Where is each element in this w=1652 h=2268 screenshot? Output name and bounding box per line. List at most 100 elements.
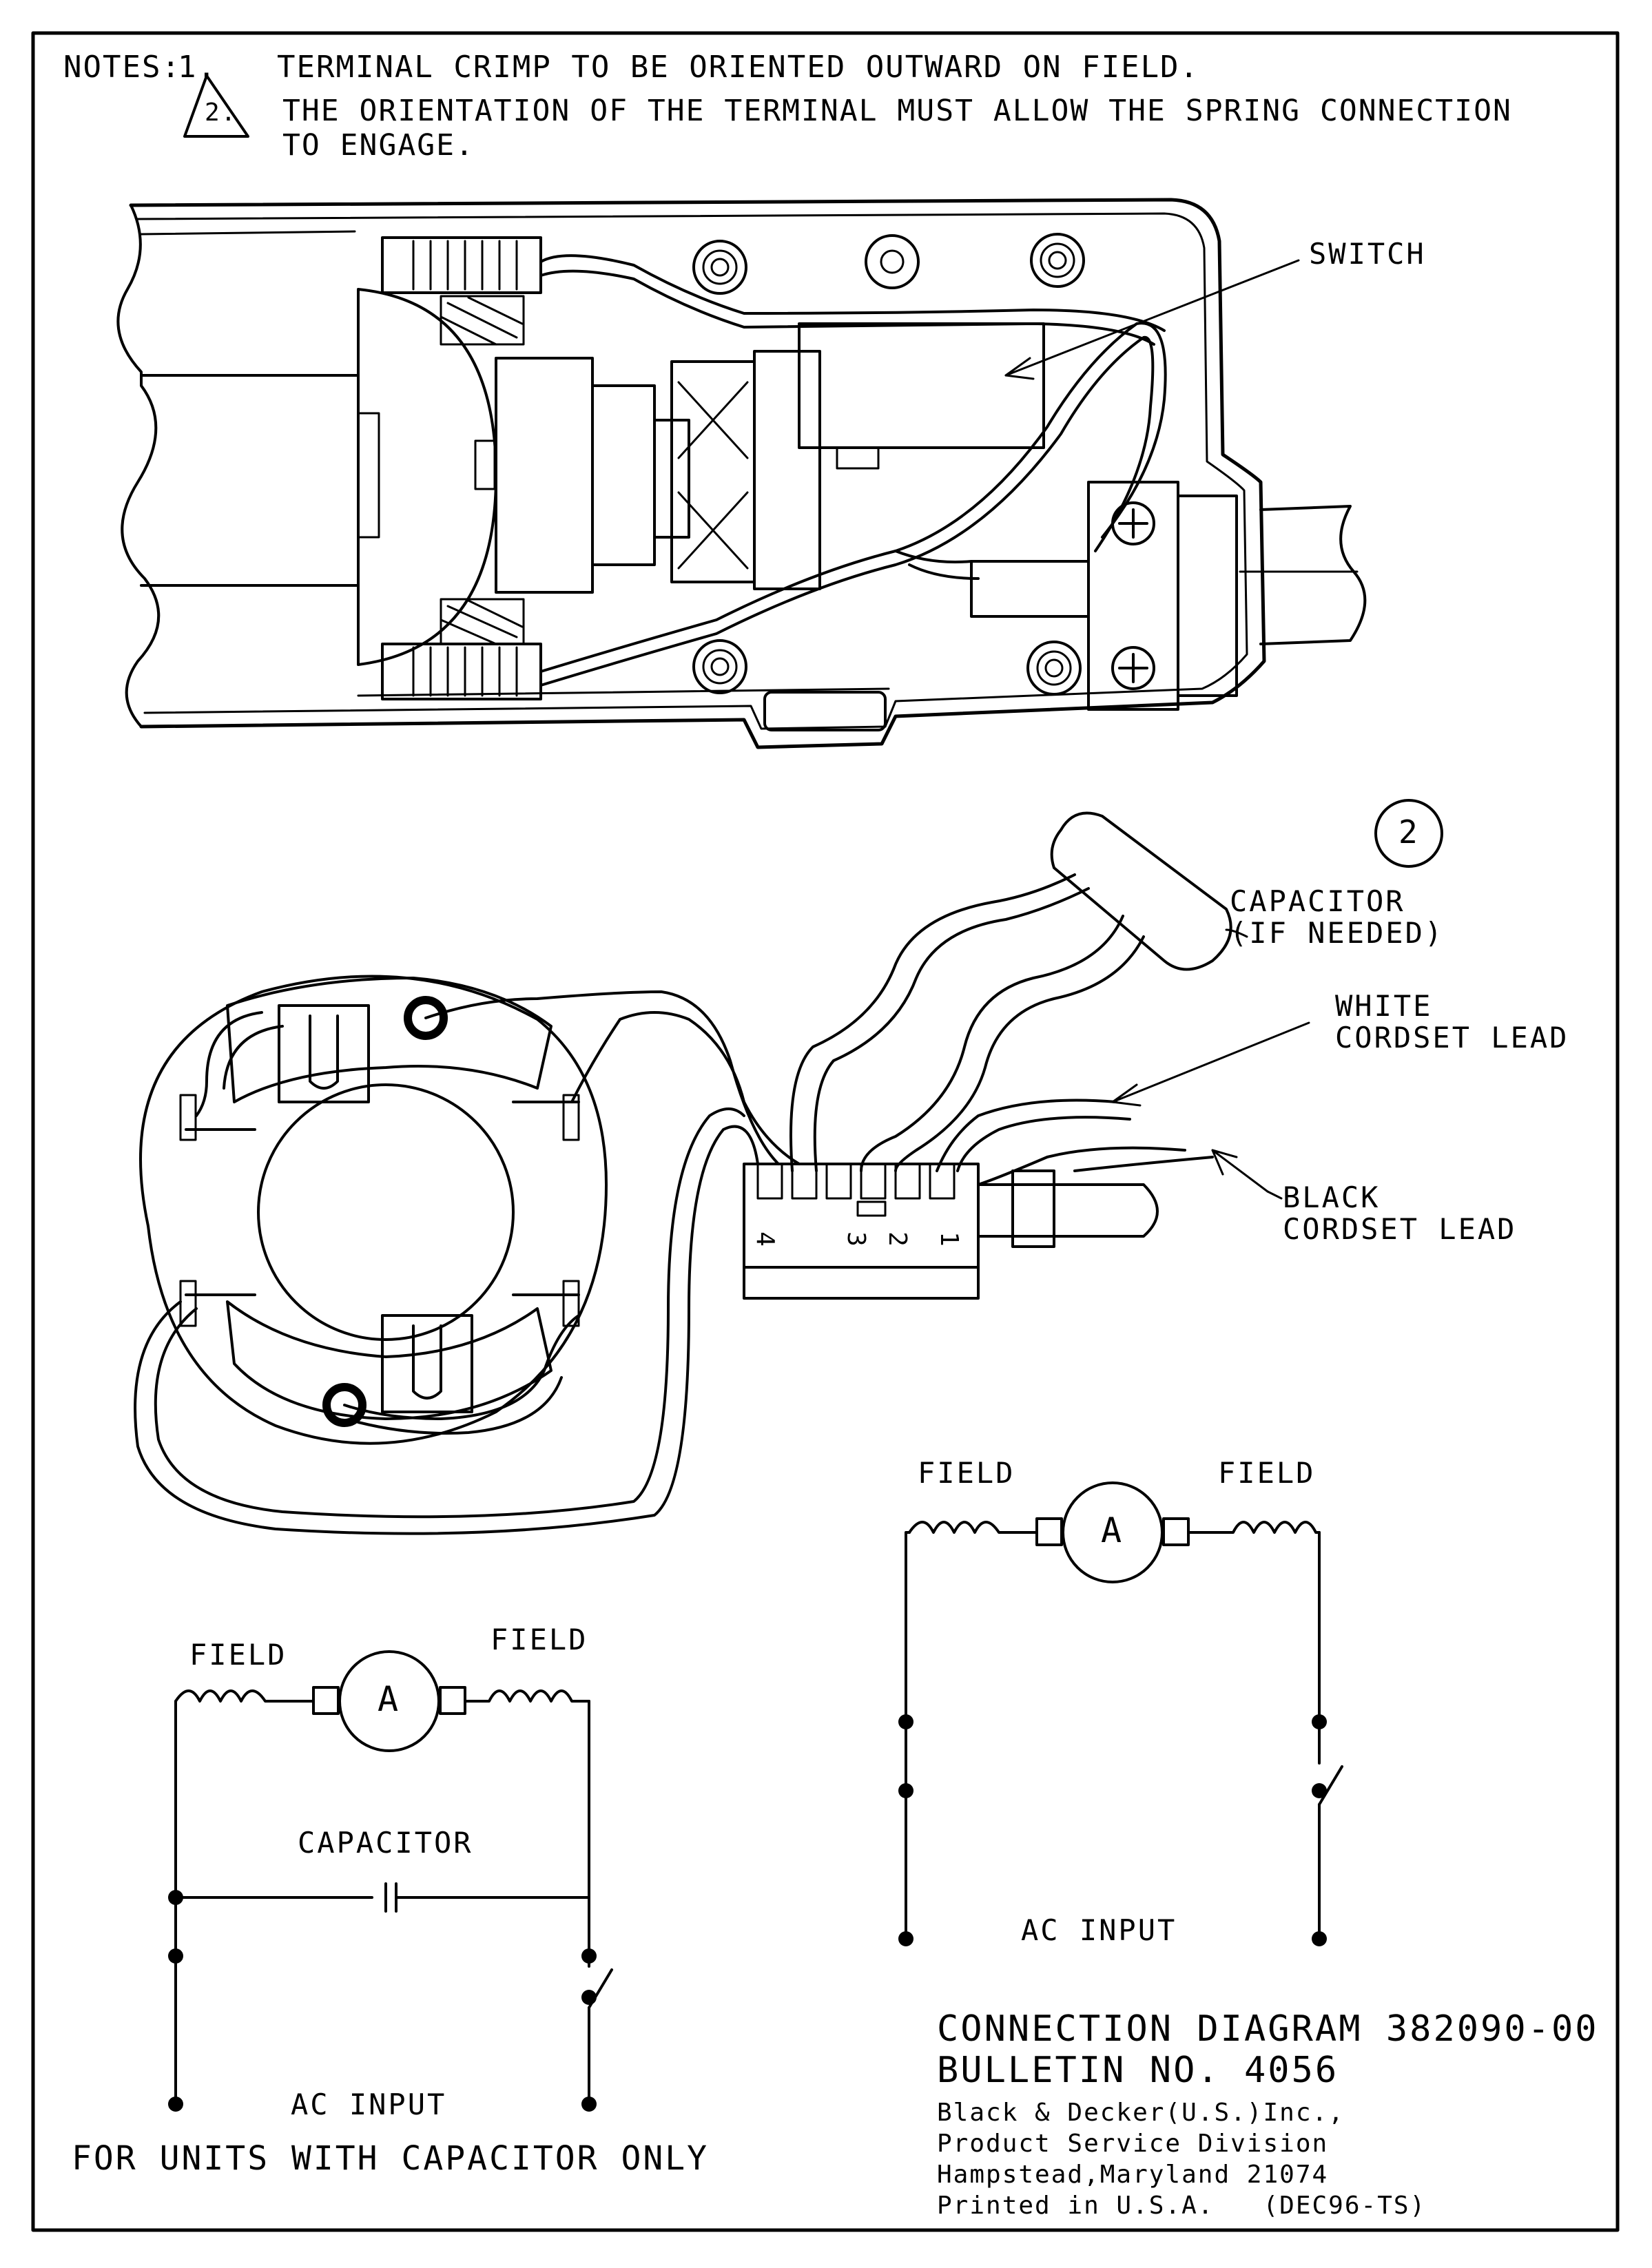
wire-bottom-brush-b — [539, 335, 1155, 687]
schematic-left — [168, 1650, 613, 2112]
tool-housing-drawing — [116, 198, 1367, 749]
sl-ac-input-label: AC INPUT — [291, 2088, 447, 2121]
switch-trigger — [977, 1183, 1159, 1238]
notes-prefix: NOTES: — [63, 50, 181, 85]
sr-brush-right — [1162, 1517, 1190, 1546]
brush-holder-top — [381, 236, 542, 294]
switch-label: SWITCH — [1309, 237, 1426, 271]
black-cordset-line2: CORDSET LEAD — [1283, 1212, 1517, 1246]
black-cordset-line1: BLACK — [1283, 1180, 1381, 1214]
crimp-marker-top — [404, 996, 448, 1040]
bearing-cage — [753, 350, 821, 590]
field-pole-top — [226, 977, 553, 1103]
sr-ac-input-label: AC INPUT — [1021, 1913, 1177, 1947]
strain-relief-tab — [970, 560, 1090, 618]
cord-outline — [1259, 505, 1367, 645]
note2-line2: TO ENGAGE. — [282, 128, 475, 163]
field-wire-top-to-switch — [424, 990, 801, 1165]
switch-connector-tab — [856, 1200, 887, 1217]
title-line4: Product Service Division — [937, 2130, 1329, 2158]
commutator — [495, 357, 594, 594]
capacitor-label-line1: CAPACITOR — [1230, 884, 1405, 918]
housing-outline — [129, 198, 1266, 749]
note2-line1: THE ORIENTATION OF THE TERMINAL MUST ALL… — [282, 94, 1512, 128]
black-cordset-arrow — [1211, 1149, 1269, 1193]
capacitor-leader — [1225, 928, 1248, 938]
terminal-number-3: 3 — [841, 1231, 870, 1248]
note1-number: 1. — [178, 50, 217, 85]
field-ring-outer — [139, 975, 608, 1445]
terminal-number-4: 4 — [750, 1231, 779, 1248]
brush-spring-top — [412, 240, 518, 291]
switch-foot — [836, 446, 880, 470]
switch-leader-arrow — [1004, 357, 1035, 380]
capacitor-lead-2 — [860, 915, 1124, 1172]
housing-bottom-slot — [763, 691, 887, 731]
field-wire-bottom-terminal — [343, 1314, 580, 1435]
field-tab-3 — [562, 1094, 580, 1141]
bearing-x-top — [677, 381, 749, 459]
terminal-number-1: 1 — [934, 1231, 963, 1248]
sr-switch-blade — [1318, 1765, 1343, 1806]
switch-connector-slots — [756, 1163, 956, 1200]
terminal-number-2: 2 — [882, 1231, 911, 1248]
title-line6: Printed in U.S.A. (DEC96-TS) — [937, 2192, 1427, 2220]
capacitor-body — [1050, 811, 1232, 971]
white-cordset-lead — [936, 1099, 1131, 1172]
field-wire-left-loop — [134, 1107, 759, 1535]
note2-number: 2. — [205, 98, 238, 127]
switch-trigger-collar — [1011, 1169, 1055, 1248]
field-tab-4 — [562, 1280, 580, 1327]
white-cordset-line1: WHITE — [1335, 989, 1433, 1023]
capacitor-lead-1b — [813, 887, 1090, 1172]
sr-junction-dots — [898, 1714, 1327, 1946]
wire-switch-to-terminal — [894, 550, 980, 580]
capacitor-lead-1 — [789, 873, 1076, 1172]
terminal-screw-top-cross — [1118, 508, 1148, 539]
terminal-screw-bottom — [1111, 646, 1155, 690]
field-ring-mid — [185, 1101, 580, 1296]
sl-junction-dots — [168, 1890, 597, 2112]
white-cordset-line2: CORDSET LEAD — [1335, 1021, 1569, 1054]
sr-field-left-label: FIELD — [918, 1456, 1015, 1490]
note2-marker-label: 2 — [1398, 813, 1420, 851]
sr-armature-label: A — [1101, 1510, 1124, 1550]
brush-spring-bottom — [412, 646, 518, 697]
note2-triangle-marker — [183, 74, 249, 138]
capacitor-label-line2: (IF NEEDED) — [1230, 916, 1445, 950]
wire-top-brush — [539, 254, 1166, 332]
sr-left-rail — [905, 1531, 911, 1940]
sl-armature-label: A — [378, 1679, 401, 1719]
mounting-bosses — [692, 233, 1085, 696]
sl-field-right-label: FIELD — [491, 1623, 588, 1656]
sl-capacitor-label: CAPACITOR — [298, 1826, 473, 1860]
sl-brush-right — [439, 1686, 466, 1715]
sr-brush-left — [1035, 1517, 1063, 1546]
shaft — [591, 384, 656, 566]
sr-field-right-label: FIELD — [1218, 1456, 1316, 1490]
black-cordset-leader — [1266, 1190, 1283, 1200]
capacitor-lead-2b — [894, 935, 1145, 1172]
schematic-right — [898, 1481, 1343, 1946]
sr-field-right-coil — [1187, 1521, 1321, 1534]
housing-inner-line — [136, 212, 1248, 730]
switch-connector-base — [743, 1266, 980, 1300]
title-line3: Black & Decker(U.S.)Inc., — [937, 2099, 1345, 2127]
field-wire-top-terminal — [195, 1011, 284, 1117]
black-cordset-lead — [977, 1146, 1214, 1186]
sl-field-right-coil — [464, 1689, 590, 1703]
field-tab-1 — [179, 1094, 197, 1141]
brush-block-top — [440, 295, 525, 346]
switch-leader-line — [1004, 259, 1300, 377]
sr-field-left-coil — [908, 1521, 1038, 1534]
field-tab-2 — [179, 1280, 197, 1327]
note2-circle-marker — [1374, 799, 1443, 868]
motor-shell-lines — [140, 374, 360, 587]
sl-field-left-coil — [174, 1689, 315, 1703]
dome-slot — [357, 412, 380, 539]
brush-block-bottom — [440, 598, 525, 645]
schematic-left-caption: FOR UNITS WITH CAPACITOR ONLY — [72, 2139, 710, 2178]
field-pole-bottom — [226, 1300, 553, 1420]
